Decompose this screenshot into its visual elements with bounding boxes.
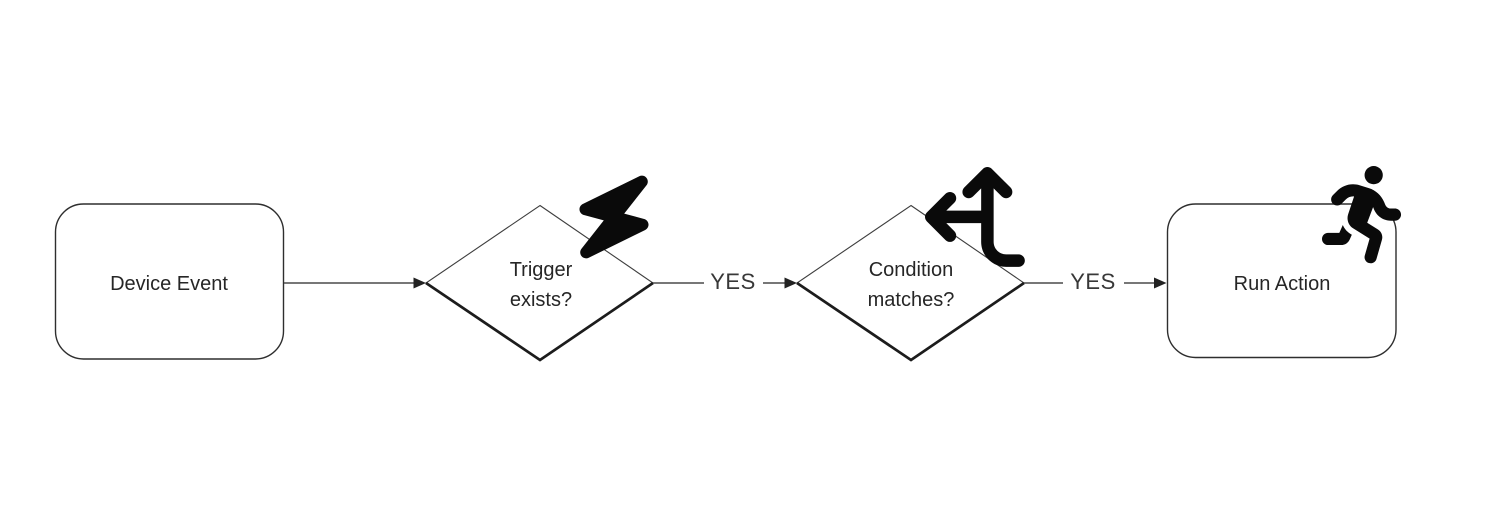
- arrowhead-icon: [784, 277, 797, 289]
- person-running-icon: [1322, 166, 1402, 264]
- label-line-2: matches?: [867, 289, 955, 311]
- node-label-condition-matches: Condition matches?: [868, 255, 955, 315]
- route-split-arrows-icon: [925, 166, 1025, 267]
- label-line-1: Trigger: [509, 259, 573, 281]
- label-line-1: Condition: [868, 259, 954, 281]
- edge-trigger-to-condition: [653, 277, 797, 289]
- arrowhead-icon: [1154, 277, 1167, 289]
- edge-condition-to-run: [1024, 277, 1167, 289]
- edge-label-yes-1: YES: [704, 270, 762, 294]
- node-label-device-event: Device Event: [110, 273, 228, 295]
- diamond-heavy-edge: [796, 281, 1025, 362]
- node-label-run-action: Run Action: [1233, 273, 1331, 295]
- lightning-bolt-icon: [579, 175, 649, 259]
- label-line-2: exists?: [509, 289, 573, 311]
- diamond-heavy-edge: [425, 281, 654, 362]
- node-device-event: [54, 203, 285, 360]
- edge-label-yes-2: YES: [1064, 270, 1122, 294]
- edge-device-to-trigger: [284, 277, 426, 289]
- node-label-trigger-exists: Trigger exists?: [510, 255, 573, 315]
- arrowhead-icon: [413, 277, 426, 289]
- node-condition-matches: [796, 204, 1025, 362]
